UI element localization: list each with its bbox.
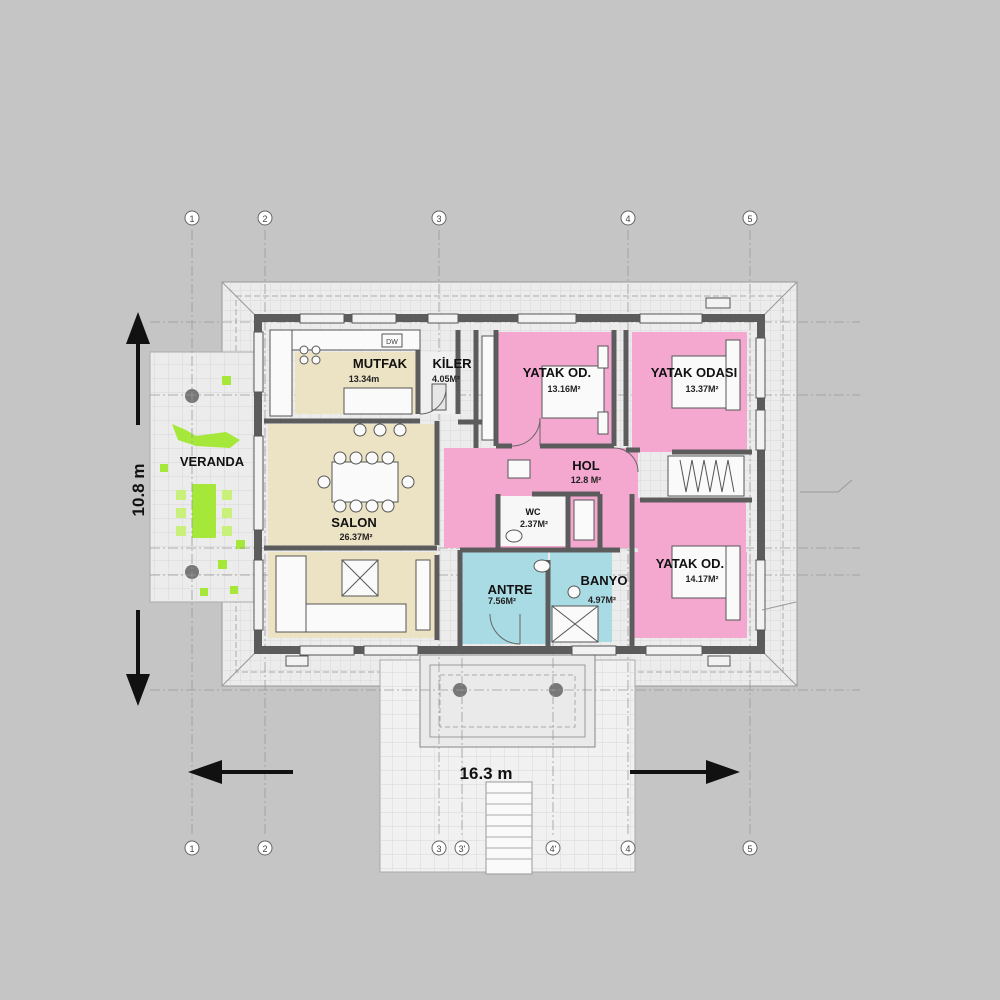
axis-label-bottom: 1 <box>189 844 194 854</box>
room-area-salon: 26.37M² <box>339 532 372 542</box>
bathroom-fixtures <box>505 499 599 643</box>
room-area-yatak-od-1: 13.16M² <box>547 384 580 394</box>
axis-label-top: 1 <box>189 214 194 224</box>
axis-label-bottom: 4 <box>625 844 630 854</box>
room-name-mutfak: MUTFAK <box>353 356 408 371</box>
room-name-yatak-od-3: YATAK OD. <box>656 556 724 571</box>
dining-table <box>317 451 415 513</box>
width-dimension-label: 16.3 m <box>460 764 513 783</box>
axis-label-top: 5 <box>747 214 752 224</box>
axis-label-top: 3 <box>436 214 441 224</box>
veranda-deck <box>149 351 261 603</box>
interior-walls <box>264 330 752 648</box>
ac-unit-icon <box>707 655 731 667</box>
dishwasher-label: DW <box>386 339 398 346</box>
room-area-banyo: 4.97M² <box>588 595 616 605</box>
grid-axis-top: 1 2 3 4 5 <box>184 210 758 226</box>
hol-stairs-icon <box>507 459 531 479</box>
arrow-right-icon <box>706 760 740 784</box>
axis-label-top: 4 <box>625 214 630 224</box>
room-area-wc: 2.37M² <box>520 519 548 529</box>
axis-label-top: 2 <box>262 214 267 224</box>
room-labels: MUTFAK 13.34m KİLER 4.05M² YATAK OD. 13.… <box>180 339 737 606</box>
room-area-hol: 12.8 M² <box>571 475 602 485</box>
veranda-table-icon <box>192 484 216 538</box>
room-area-mutfak: 13.34m <box>349 374 380 384</box>
front-porch <box>379 654 636 873</box>
banyo-toilet-icon <box>567 585 581 599</box>
living-furniture <box>275 555 431 633</box>
grid-axis-bottom: 1 2 3 3' 4' 4 5 <box>184 840 758 856</box>
room-name-yatak-od-1: YATAK OD. <box>523 365 591 380</box>
axis-label-bottom: 2 <box>262 844 267 854</box>
room-name-wc: WC <box>526 507 541 517</box>
axis-label-bottom: 3 <box>436 844 441 854</box>
dishwasher-icon <box>381 333 403 348</box>
room-area-yatak-odasi: 13.37M² <box>685 384 718 394</box>
arrow-left-icon <box>188 760 222 784</box>
ac-unit-icon <box>285 655 309 667</box>
windows <box>253 297 766 667</box>
room-name-banyo: BANYO <box>581 573 628 588</box>
bedroom-furniture <box>481 335 745 621</box>
arrow-down-icon <box>126 674 150 706</box>
wc-toilet-icon <box>505 529 523 543</box>
axis-label-bottom: 3' <box>459 844 466 854</box>
doors <box>419 387 639 645</box>
room-area-kiler: 4.05M² <box>432 374 460 384</box>
room-name-veranda: VERANDA <box>180 454 245 469</box>
room-name-kiler: KİLER <box>433 356 473 371</box>
ac-unit-icon <box>705 297 731 309</box>
dimension-depth: 10.8 m <box>126 312 150 706</box>
room-area-antre: 7.56M² <box>488 596 516 606</box>
arrow-up-icon <box>126 312 150 344</box>
room-name-salon: SALON <box>331 515 377 530</box>
kitchen-fixtures <box>269 329 447 437</box>
exterior-details <box>761 479 853 611</box>
banyo-sink-icon <box>533 559 551 573</box>
room-area-yatak-od-3: 14.17M² <box>685 574 718 584</box>
room-name-antre: ANTRE <box>488 582 533 597</box>
depth-dimension-label: 10.8 m <box>129 464 148 517</box>
axis-label-bottom: 4' <box>550 844 557 854</box>
veranda-lounger-icon <box>172 424 240 448</box>
dimension-width: 16.3 m <box>188 760 740 784</box>
room-name-yatak-odasi: YATAK ODASI <box>651 365 737 380</box>
entry-stairs <box>485 781 533 875</box>
room-name-hol: HOL <box>572 458 600 473</box>
axis-label-bottom: 5 <box>747 844 752 854</box>
